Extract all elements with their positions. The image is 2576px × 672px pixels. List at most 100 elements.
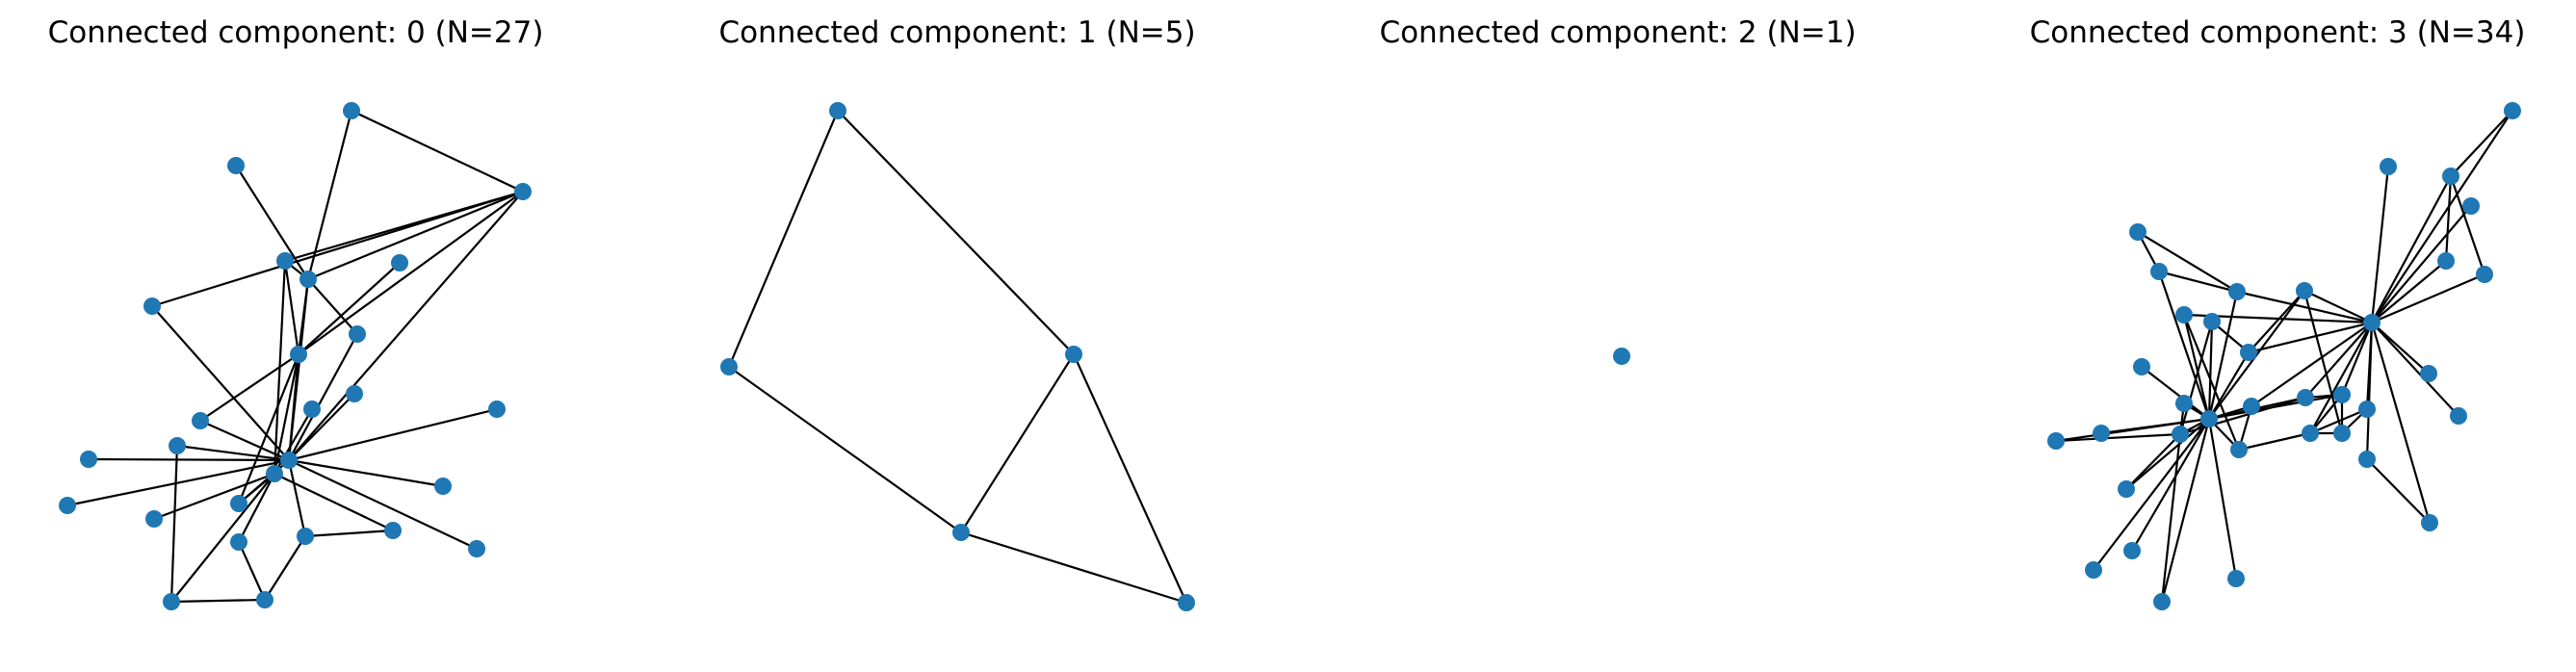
graph-node — [2153, 593, 2171, 610]
graph-node — [280, 452, 298, 469]
graph-node — [720, 358, 738, 375]
graph-edge — [2207, 418, 2238, 580]
graph-node — [230, 533, 247, 551]
graph-edge — [2178, 321, 2214, 435]
graph-edge — [2303, 290, 2344, 434]
graph-node — [2172, 426, 2189, 443]
graph-panel-1 — [720, 102, 1195, 611]
panel-title-0: Connected component: 0 (N=27) — [48, 15, 544, 50]
graph-edge — [2371, 322, 2430, 375]
graph-edge — [2370, 322, 2432, 524]
graph-node — [488, 401, 506, 418]
graph-node — [468, 540, 485, 557]
graph-edge — [2236, 290, 2373, 324]
graph-node — [2228, 283, 2246, 300]
graph-node — [256, 591, 273, 608]
graph-edge — [2248, 290, 2305, 353]
graph-node — [2358, 401, 2376, 418]
graph-panel-3 — [2047, 102, 2521, 610]
graph-node — [2227, 570, 2245, 587]
graph-edge — [283, 260, 300, 355]
graph-edge — [2208, 351, 2250, 420]
graph-edge — [2303, 290, 2373, 323]
graph-edge — [88, 457, 290, 462]
graph-edge — [2251, 322, 2373, 407]
graph-edge — [960, 530, 1187, 605]
graph-node — [2358, 451, 2376, 468]
graph-node — [2175, 306, 2193, 323]
graph-edge — [307, 190, 524, 281]
graph-edge — [2371, 175, 2452, 323]
graph-node — [2123, 542, 2141, 559]
graph-node — [2442, 168, 2459, 185]
graph-edge — [2444, 175, 2453, 262]
graph-edge — [2371, 272, 2485, 324]
graph-edge — [170, 473, 275, 603]
graph-edge — [199, 419, 290, 462]
panel-title-3: Connected component: 3 (N=34) — [2030, 15, 2526, 50]
graph-edge — [1072, 353, 1188, 604]
graph-node — [2333, 425, 2351, 442]
graph-node — [2421, 514, 2438, 531]
graph-node — [2420, 365, 2437, 382]
graph-node — [346, 385, 363, 402]
graph-node — [145, 510, 163, 528]
graph-edge — [264, 535, 306, 601]
graph-edge — [728, 366, 962, 533]
graph-node — [227, 157, 245, 174]
graph-panel-2 — [1613, 348, 1630, 365]
graph-edge — [288, 459, 478, 550]
graph-edge — [351, 110, 524, 193]
graph-node — [2462, 197, 2480, 215]
graph-edge — [2157, 271, 2211, 420]
graph-edge — [298, 191, 524, 355]
graph-edge — [2450, 110, 2513, 177]
graph-node — [143, 297, 161, 315]
graph-edge — [176, 444, 290, 462]
graph-edge — [2365, 322, 2374, 460]
graph-node — [2333, 386, 2351, 403]
graph-node — [2476, 266, 2493, 283]
graph-edge — [304, 529, 394, 538]
graph-node — [303, 401, 321, 418]
graph-edge — [306, 110, 353, 280]
graph-node — [2296, 282, 2313, 299]
graph-edge — [2340, 322, 2374, 396]
graph-edge — [151, 190, 524, 308]
graph-edge — [2207, 291, 2239, 420]
graph-node — [2129, 223, 2147, 241]
graph-edge — [960, 353, 1075, 533]
graph-edge — [2100, 417, 2210, 435]
graph-edge — [2160, 418, 2211, 603]
graph-edge — [2141, 366, 2210, 420]
graph-edge — [2158, 270, 2238, 294]
graph-node — [952, 524, 970, 541]
graph-edge — [2449, 175, 2486, 275]
graph-node — [2203, 313, 2221, 330]
graph-node — [2150, 263, 2168, 280]
graph-node — [59, 497, 76, 514]
graph-edge — [169, 445, 179, 603]
graph-node — [2240, 344, 2257, 361]
graph-edge — [2207, 321, 2214, 420]
graph-node — [2230, 441, 2248, 458]
graph-node — [1065, 346, 1082, 363]
graph-edge — [2248, 321, 2373, 354]
graph-edge — [2371, 260, 2447, 323]
graph-edge — [151, 305, 290, 461]
graph-node — [829, 102, 846, 119]
graph-node — [290, 346, 307, 363]
graph-edge — [287, 353, 300, 461]
graph-node — [384, 522, 402, 539]
graph-edge — [2160, 433, 2182, 603]
graph-edge — [2182, 314, 2211, 420]
graph-node — [2085, 561, 2102, 579]
graph-edge — [2137, 231, 2238, 293]
graph-edge — [237, 541, 267, 601]
graph-node — [434, 478, 452, 495]
graph-edge — [288, 393, 355, 461]
graph-node — [2504, 102, 2521, 119]
graph-node — [2437, 252, 2455, 270]
graph-node — [276, 252, 294, 270]
